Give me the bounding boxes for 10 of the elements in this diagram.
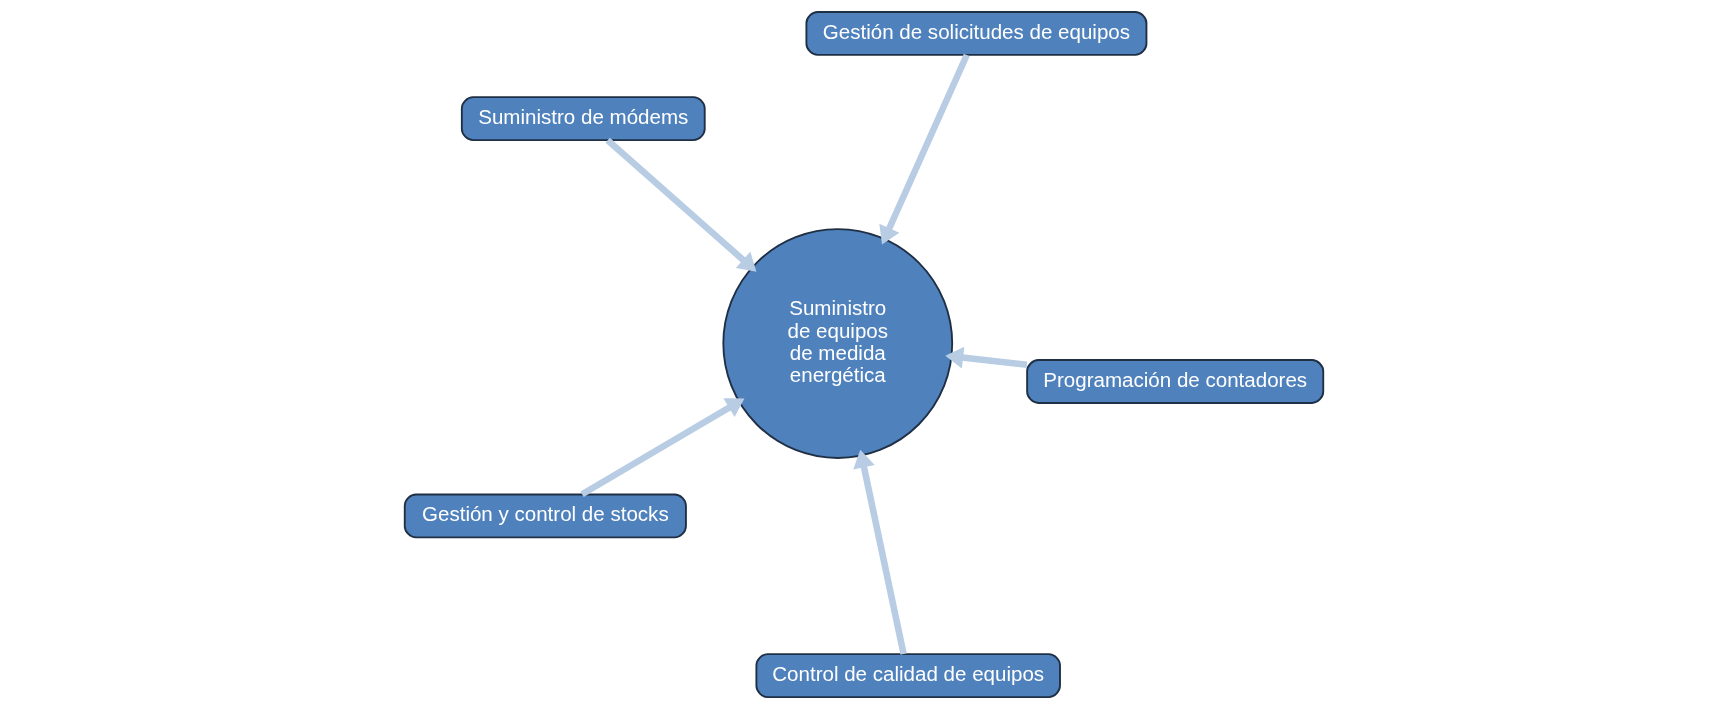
arrow — [879, 53, 970, 245]
node-box: Programación de contadores — [1026, 359, 1325, 404]
arrow — [853, 449, 907, 655]
node-box: Gestión de solicitudes de equipos — [805, 11, 1148, 56]
arrow — [945, 346, 1028, 369]
arrow — [605, 137, 757, 272]
arrow — [580, 398, 745, 498]
node-box: Suministro de módems — [460, 96, 706, 142]
node-box: Gestión y control de stocks — [403, 493, 687, 539]
node-box: Control de calidad de equipos — [755, 653, 1061, 698]
